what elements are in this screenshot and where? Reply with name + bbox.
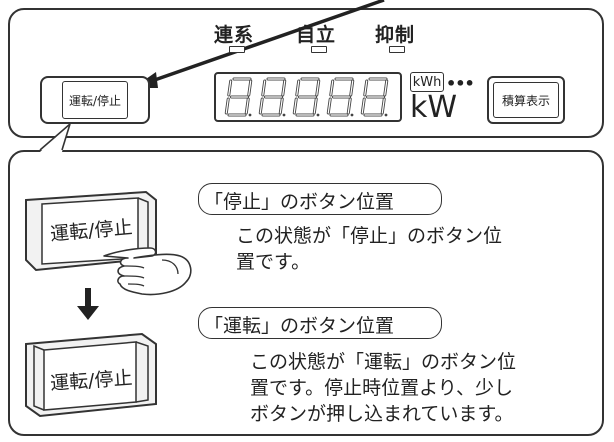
unit-kwh-indicator: kWh [410, 72, 444, 92]
unit-kw-label: kW [410, 90, 458, 125]
display-digits [224, 77, 389, 117]
display-digit [224, 77, 253, 117]
run-description-line-3: ボタンが押し込まれています。 [250, 403, 514, 425]
run-button-body [25, 332, 157, 418]
run-heading: 「運転」のボタン位置 [204, 315, 395, 337]
display-digit [258, 77, 287, 117]
seven-segment-display [214, 72, 402, 122]
cumulative-display-button-label: 積算表示 [501, 93, 550, 108]
indicator-label-suppression: 抑制 [375, 24, 416, 46]
indicator-led-standalone [311, 46, 327, 53]
indicator-led-grid-tie [229, 46, 245, 53]
run-description-line-2: 置です。停止時位置より、少し [250, 377, 513, 399]
indicator-label-grid-tie: 連系 [214, 24, 255, 46]
callout-wedge [39, 123, 71, 152]
stop-description-line-1: この状態が「停止」のボタン位 [236, 225, 503, 247]
run-stop-button-label: 運転/停止 [68, 93, 122, 108]
display-digit [360, 77, 389, 117]
leader-dots: ••• [446, 74, 475, 93]
stop-description-line-2: 置です。 [236, 251, 311, 273]
run-stop-button[interactable]: 運転/停止 [40, 76, 150, 124]
indicator-label-standalone: 自立 [296, 24, 337, 46]
indicator-led-suppression [389, 46, 405, 53]
cumulative-display-button[interactable]: 積算表示 [487, 76, 565, 124]
hand-icon [103, 247, 192, 296]
run-state-button: 運転/停止 [22, 330, 160, 422]
display-digit [292, 77, 321, 117]
run-heading-pill [198, 307, 442, 339]
stop-heading-pill [198, 183, 442, 215]
arrow-down-icon [77, 288, 99, 320]
stop-heading: 「停止」のボタン位置 [204, 191, 395, 213]
run-button-label: 運転/停止 [49, 367, 134, 395]
display-digit [326, 77, 355, 117]
cumulative-display-button-face: 積算表示 [493, 82, 559, 118]
run-description-line-1: この状態が「運転」のボタン位 [250, 351, 517, 373]
run-stop-button-face: 運転/停止 [62, 81, 128, 119]
unit-kwh-label: kWh [412, 74, 442, 90]
